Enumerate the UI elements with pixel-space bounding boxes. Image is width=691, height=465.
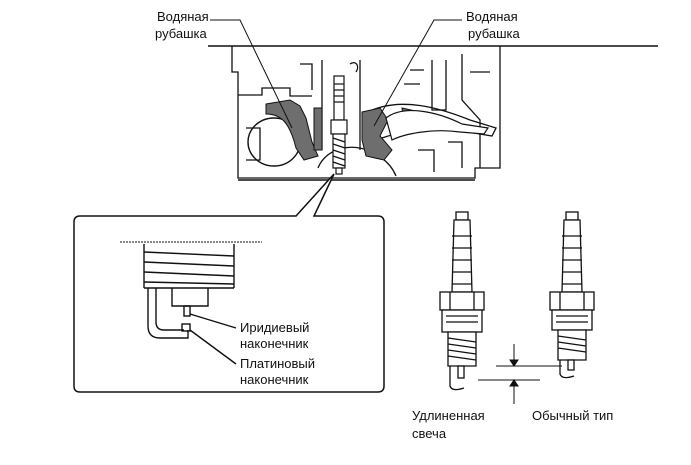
water-jacket-left-label-2: рубашка xyxy=(155,26,208,41)
zoom-callout xyxy=(73,173,385,393)
regular-spark-plug xyxy=(549,211,595,379)
water-jacket-regions xyxy=(265,99,421,161)
water-jacket-leaders xyxy=(210,19,462,129)
iridium-tip-label-2: наконечник xyxy=(240,336,309,351)
water-jacket-right-label-2: рубашка xyxy=(468,26,521,41)
water-jacket-right-label-1: Водяная xyxy=(466,9,518,24)
exhaust-port xyxy=(385,110,490,141)
extended-plug-label-2: свеча xyxy=(412,426,447,441)
water-jacket-left-label-1: Водяная xyxy=(157,9,209,24)
extended-spark-plug xyxy=(439,211,485,391)
length-dimension xyxy=(478,344,562,404)
iridium-tip-label-1: Иридиевый xyxy=(240,320,309,335)
regular-plug-label: Обычный тип xyxy=(532,408,613,423)
platinum-tip-label-1: Платиновый xyxy=(240,356,315,371)
platinum-tip-label-2: наконечник xyxy=(240,372,309,387)
zoomed-electrode xyxy=(120,241,262,365)
extended-plug-label-1: Удлиненная xyxy=(412,408,485,423)
installed-spark-plug xyxy=(330,75,348,175)
